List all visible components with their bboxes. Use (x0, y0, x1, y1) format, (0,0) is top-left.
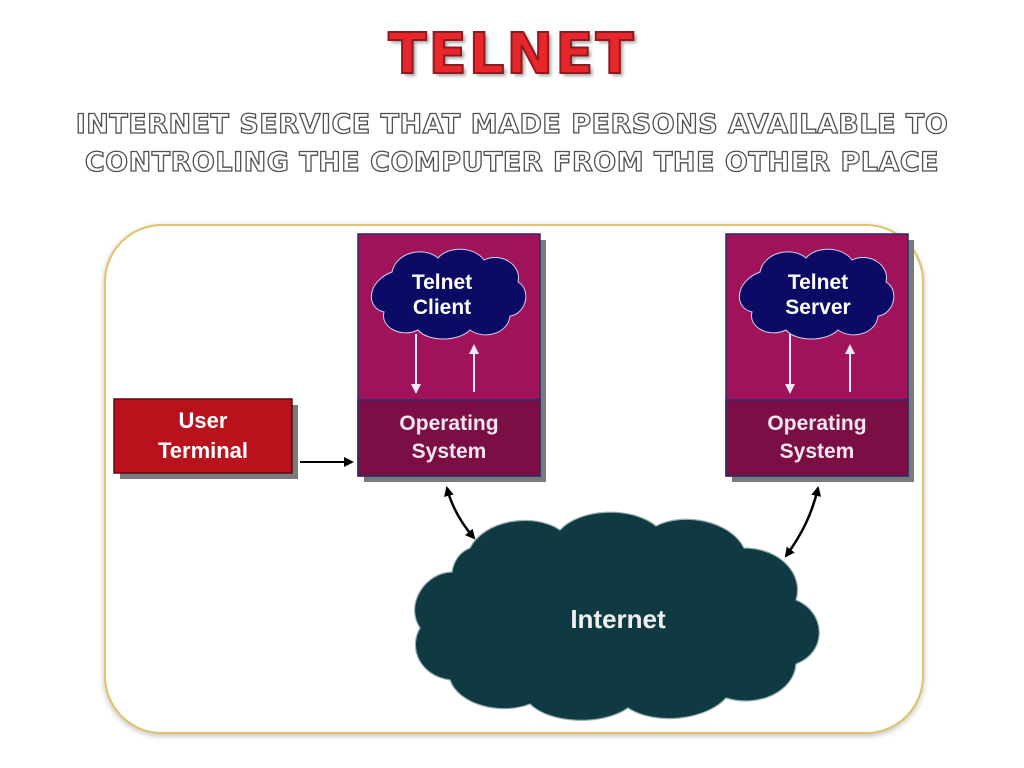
client-os-label-1: Operating (399, 412, 498, 435)
user-terminal-label-1: User (179, 408, 228, 433)
telnet-server-cloud (738, 248, 895, 340)
client-os-box (357, 399, 541, 477)
internet-cloud: Internet (414, 511, 820, 721)
telnet-client-cloud (370, 248, 527, 340)
user-terminal-label-2: Terminal (158, 438, 248, 463)
slide-title: TELNET (387, 21, 636, 88)
server-os-box (725, 399, 909, 477)
server-os-label-2: System (780, 440, 855, 463)
slide-subtitle: INTERNET SERVICE THAT MADE PERSONS AVAIL… (40, 106, 984, 182)
server-os-label-1: Operating (767, 412, 866, 435)
telnet-server-label-2: Server (785, 296, 850, 319)
subtitle-line-2: CONTROLING THE COMPUTER FROM THE OTHER P… (84, 146, 940, 178)
server-internet-link (784, 486, 822, 558)
client-internet-link (444, 486, 476, 540)
telnet-client-label-2: Client (413, 296, 471, 319)
client-os-label-2: System (412, 440, 487, 463)
server-host: Telnet Server Operating System (725, 233, 914, 482)
client-host: Telnet Client Operating System (357, 233, 546, 482)
telnet-server-label-1: Telnet (788, 271, 848, 294)
internet-label: Internet (570, 604, 666, 634)
user-terminal: User Terminal (113, 398, 298, 479)
subtitle-line-1: INTERNET SERVICE THAT MADE PERSONS AVAIL… (75, 108, 949, 140)
telnet-client-label-1: Telnet (412, 271, 472, 294)
